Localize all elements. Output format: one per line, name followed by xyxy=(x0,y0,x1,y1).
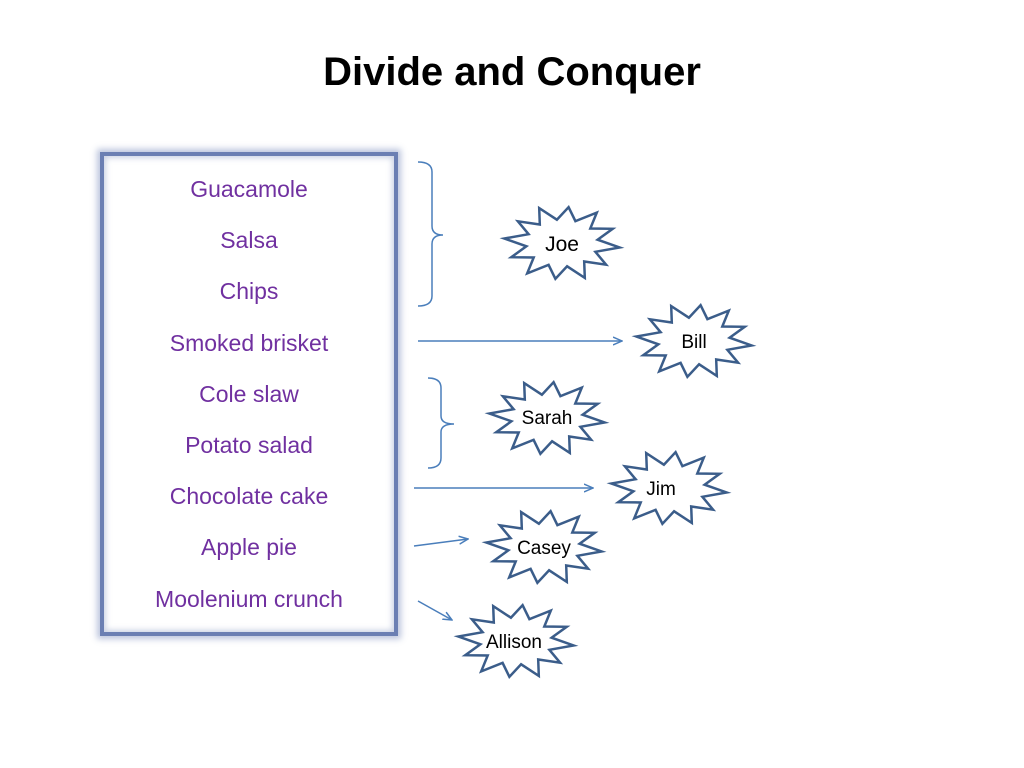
food-item-smoked-brisket: Smoked brisket xyxy=(169,329,329,356)
food-item-potato-salad: Potato salad xyxy=(185,431,313,458)
person-sarah: Sarah xyxy=(484,380,610,456)
food-item-chocolate-cake: Chocolate cake xyxy=(169,483,329,510)
star-burst-joe xyxy=(499,205,625,281)
food-item-salsa: Salsa xyxy=(220,227,278,254)
food-list: Guacamole Salsa Chips Smoked brisket Col… xyxy=(104,172,394,633)
star-burst-sarah xyxy=(484,380,610,456)
person-label-allison: Allison xyxy=(486,632,542,653)
food-item-chips: Chips xyxy=(219,278,279,305)
food-item-apple-pie: Apple pie xyxy=(201,534,297,561)
person-label-bill: Bill xyxy=(681,332,706,353)
person-bill: Bill xyxy=(631,303,757,379)
star-burst-jim xyxy=(606,450,732,526)
person-casey: Casey xyxy=(481,509,607,585)
food-item-cole-slaw: Cole slaw xyxy=(199,380,299,407)
food-item-guacamole: Guacamole xyxy=(190,176,308,202)
person-label-sarah: Sarah xyxy=(522,408,573,429)
person-label-jim: Jim xyxy=(646,479,676,500)
brace-guacamole-salsa-chips xyxy=(417,161,444,307)
person-allison: Allison xyxy=(453,603,579,679)
slide-title: Divide and Conquer xyxy=(323,50,701,94)
star-burst-casey xyxy=(481,509,607,585)
person-joe: Joe xyxy=(499,205,625,281)
star-burst-bill xyxy=(631,303,757,379)
person-jim: Jim xyxy=(606,450,732,526)
person-label-casey: Casey xyxy=(517,538,571,559)
arrow-apple-pie-to-casey xyxy=(413,539,468,547)
arrow-moolenium-crunch-to-allison xyxy=(417,600,452,620)
brace-cole-slaw-potato-salad xyxy=(427,377,455,469)
person-label-joe: Joe xyxy=(545,233,579,256)
food-item-moolenium-crunch: Moolenium crunch xyxy=(155,585,343,612)
food-list-box: Guacamole Salsa Chips Smoked brisket Col… xyxy=(100,152,398,636)
star-burst-allison xyxy=(453,603,579,679)
